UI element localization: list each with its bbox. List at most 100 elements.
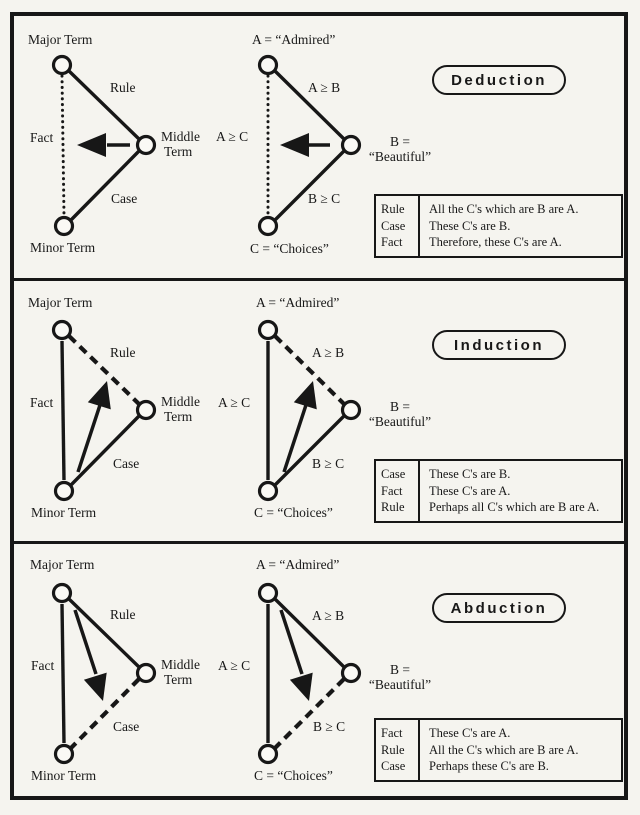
arrow-down-icon xyxy=(73,609,107,701)
major-term-label: Major Term xyxy=(30,557,95,572)
row-label: Fact xyxy=(381,483,403,498)
edge-a-ge-b xyxy=(273,597,346,669)
edge-case xyxy=(69,414,141,487)
c-node-label: C = “Choices” xyxy=(254,768,333,783)
inference-table: Fact Rule Case These C's are A. All the … xyxy=(374,718,623,782)
row-text: These C's are B. xyxy=(429,218,511,233)
node-middle-term xyxy=(135,662,157,684)
edge-a-ge-b xyxy=(273,334,346,406)
a-node-label: A = “Admired” xyxy=(252,32,336,47)
edge-rule xyxy=(67,334,141,406)
edge-fact xyxy=(60,603,66,744)
inference-table: Rule Case Fact All the C's which are B a… xyxy=(374,194,623,258)
minor-term-label: Minor Term xyxy=(31,768,97,783)
b-node-label: B =“Beautiful” xyxy=(368,134,432,164)
table-label-column: Rule Case Fact xyxy=(376,196,420,256)
major-term-label: Major Term xyxy=(28,32,93,47)
edge-b-ge-c xyxy=(273,677,346,750)
node-a xyxy=(257,582,279,604)
node-middle-term xyxy=(135,134,157,156)
fact-edge-label: Fact xyxy=(30,130,54,145)
a-ge-c-label: A ≥ C xyxy=(216,129,249,144)
b-ge-c-label: B ≥ C xyxy=(313,719,346,734)
table-label-column: Fact Rule Case xyxy=(376,720,420,780)
row-label: Case xyxy=(381,467,406,481)
edge-rule xyxy=(67,597,141,669)
row-label: Rule xyxy=(381,500,405,514)
b-ge-c-label: B ≥ C xyxy=(308,191,341,206)
node-b xyxy=(340,399,362,421)
row-label: Fact xyxy=(381,726,403,740)
abduction-diagram-svg xyxy=(51,582,362,765)
edge-b-ge-c xyxy=(273,149,346,222)
row-text: All the C's which are B are A. xyxy=(429,202,579,216)
c-node-label: C = “Choices” xyxy=(254,505,333,520)
minor-term-label: Minor Term xyxy=(30,240,96,255)
node-minor-term xyxy=(53,743,75,765)
node-major-term xyxy=(51,54,73,76)
b-node-label: B =“Beautiful” xyxy=(368,399,432,429)
node-c xyxy=(257,743,279,765)
c-node-label: C = “Choices” xyxy=(250,241,329,256)
row-label: Case xyxy=(381,218,406,233)
b-node-label: B =“Beautiful” xyxy=(368,662,432,692)
node-middle-term xyxy=(135,399,157,421)
node-major-term xyxy=(51,582,73,604)
row-text: All the C's which are B are A. xyxy=(429,742,579,757)
row-text: These C's are B. xyxy=(429,467,511,481)
node-a xyxy=(257,54,279,76)
row-label: Fact xyxy=(381,235,403,249)
table-text-column: All the C's which are B are A. These C's… xyxy=(420,196,584,256)
table-label-column: Case Fact Rule xyxy=(376,461,420,521)
node-b xyxy=(340,134,362,156)
edge-fact xyxy=(60,340,66,481)
arrow-up-icon xyxy=(76,381,111,473)
a-ge-b-label: A ≥ B xyxy=(308,80,341,95)
edge-case xyxy=(69,149,141,222)
fact-edge-label: Fact xyxy=(31,658,55,673)
row-label: Rule xyxy=(381,202,405,216)
fact-edge-label: Fact xyxy=(30,395,54,410)
a-ge-c-label: A ≥ C xyxy=(218,395,251,410)
node-b xyxy=(340,662,362,684)
a-ge-b-label: A ≥ B xyxy=(312,345,345,360)
deduction-diagram-svg xyxy=(51,54,362,237)
rule-edge-label: Rule xyxy=(110,607,136,622)
induction-diagram-svg xyxy=(51,319,362,502)
induction-badge: Induction xyxy=(432,330,566,360)
row-text: These C's are A. xyxy=(429,483,511,498)
edge-b-ge-c xyxy=(273,414,346,487)
arrow-down-icon xyxy=(279,609,313,701)
a-node-label: A = “Admired” xyxy=(256,295,340,310)
table-text-column: These C's are B. These C's are A. Perhap… xyxy=(420,461,605,521)
major-term-label: Major Term xyxy=(28,295,93,310)
rule-edge-label: Rule xyxy=(110,345,136,360)
deduction-badge: Deduction xyxy=(432,65,566,95)
b-ge-c-label: B ≥ C xyxy=(312,456,345,471)
rule-edge-label: Rule xyxy=(110,80,136,95)
arrow-up-icon xyxy=(282,381,317,473)
inference-table: Case Fact Rule These C's are B. These C'… xyxy=(374,459,623,523)
a-ge-c-label: A ≥ C xyxy=(218,658,251,673)
edge-rule xyxy=(67,69,141,141)
row-text: Perhaps all C's which are B are A. xyxy=(429,500,600,514)
case-edge-label: Case xyxy=(111,191,138,206)
arrow-left-icon xyxy=(280,133,330,157)
node-c xyxy=(257,480,279,502)
row-label: Rule xyxy=(381,742,405,757)
row-text: These C's are A. xyxy=(429,726,511,740)
row-text: Therefore, these C's are A. xyxy=(429,235,562,249)
edge-fact xyxy=(60,74,66,217)
row-label: Case xyxy=(381,759,406,773)
edge-case xyxy=(69,677,141,750)
node-c xyxy=(257,215,279,237)
node-minor-term xyxy=(53,480,75,502)
row-text: Perhaps these C's are B. xyxy=(429,759,549,773)
